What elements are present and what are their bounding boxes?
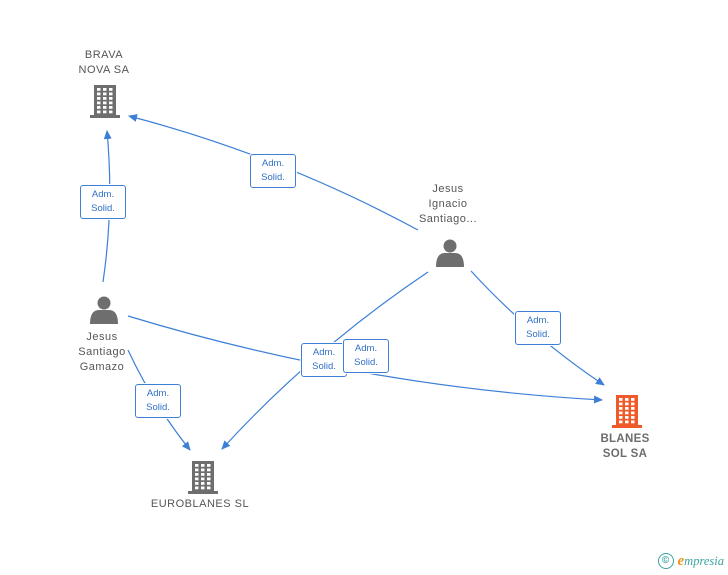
edge-label-adm-solid[interactable]: Adm. Solid. xyxy=(515,311,561,345)
node-label-jesus_ignacio[interactable]: Jesus Ignacio Santiago... xyxy=(418,183,478,225)
node-label-euroblanes[interactable]: EUROBLANES SL xyxy=(150,498,250,510)
brand-initial: e xyxy=(677,552,685,569)
node-label-blanes_sol[interactable]: BLANES SOL SA xyxy=(600,433,650,460)
footer-brand: © empresia xyxy=(657,551,725,571)
edge-label-adm-solid[interactable]: Adm. Solid. xyxy=(301,343,347,377)
node-euroblanes-building-icon[interactable] xyxy=(188,461,218,494)
node-jesus_ignacio-person-icon[interactable] xyxy=(436,239,464,268)
edge-label-adm-solid[interactable]: Adm. Solid. xyxy=(343,339,389,373)
node-label-jesus_santiago[interactable]: Jesus Santiago Gamazo xyxy=(78,331,126,373)
node-blanes_sol-building-icon[interactable] xyxy=(612,395,642,428)
edge-label-adm-solid[interactable]: Adm. Solid. xyxy=(135,384,181,418)
brand-logo[interactable]: empresia xyxy=(678,553,725,570)
node-jesus_santiago-person-icon[interactable] xyxy=(90,296,118,325)
node-label-brava_nova[interactable]: BRAVA NOVA SA xyxy=(78,49,130,76)
edge-label-adm-solid[interactable]: Adm. Solid. xyxy=(80,185,126,219)
node-brava_nova-building-icon[interactable] xyxy=(90,85,120,118)
icons-layer xyxy=(90,85,642,494)
copyright-icon: © xyxy=(657,553,674,569)
brand-name: mpresia xyxy=(684,553,724,568)
edge-label-adm-solid[interactable]: Adm. Solid. xyxy=(250,154,296,188)
